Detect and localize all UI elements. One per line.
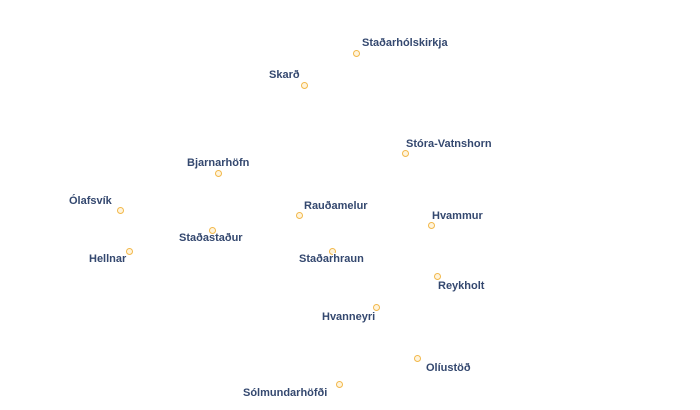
place-label: Rauðamelur [304, 200, 368, 212]
place-label: Staðarhraun [299, 253, 364, 265]
place-label: Staðarhólskirkja [362, 37, 448, 49]
place-label: Hvanneyri [322, 311, 376, 323]
place-marker-icon[interactable] [427, 221, 435, 229]
place-marker-icon[interactable] [352, 49, 360, 57]
place-marker-icon[interactable] [125, 247, 133, 255]
place-marker-icon[interactable] [116, 206, 124, 214]
place-marker-icon[interactable] [300, 81, 308, 89]
place-marker-icon[interactable] [214, 169, 222, 177]
place-label: Hellnar [89, 253, 127, 265]
place-label: Reykholt [438, 280, 485, 292]
place-label: Hvammur [432, 210, 483, 222]
place-marker-icon[interactable] [328, 247, 336, 255]
place-marker-icon[interactable] [413, 354, 421, 362]
place-marker-icon[interactable] [295, 211, 303, 219]
place-label: Olíustöð [426, 362, 471, 374]
place-label: Sólmundarhöfði [243, 387, 328, 399]
place-marker-icon[interactable] [335, 380, 343, 388]
place-marker-icon[interactable] [372, 303, 380, 311]
place-label: Staðastaður [179, 232, 243, 244]
place-marker-icon[interactable] [401, 149, 409, 157]
place-label: Stóra-Vatnshorn [406, 138, 492, 150]
place-label: Bjarnarhöfn [187, 157, 250, 169]
place-label: Ólafsvík [69, 195, 112, 207]
place-marker-icon[interactable] [208, 226, 216, 234]
place-marker-icon[interactable] [433, 272, 441, 280]
place-label: Skarð [269, 69, 300, 81]
